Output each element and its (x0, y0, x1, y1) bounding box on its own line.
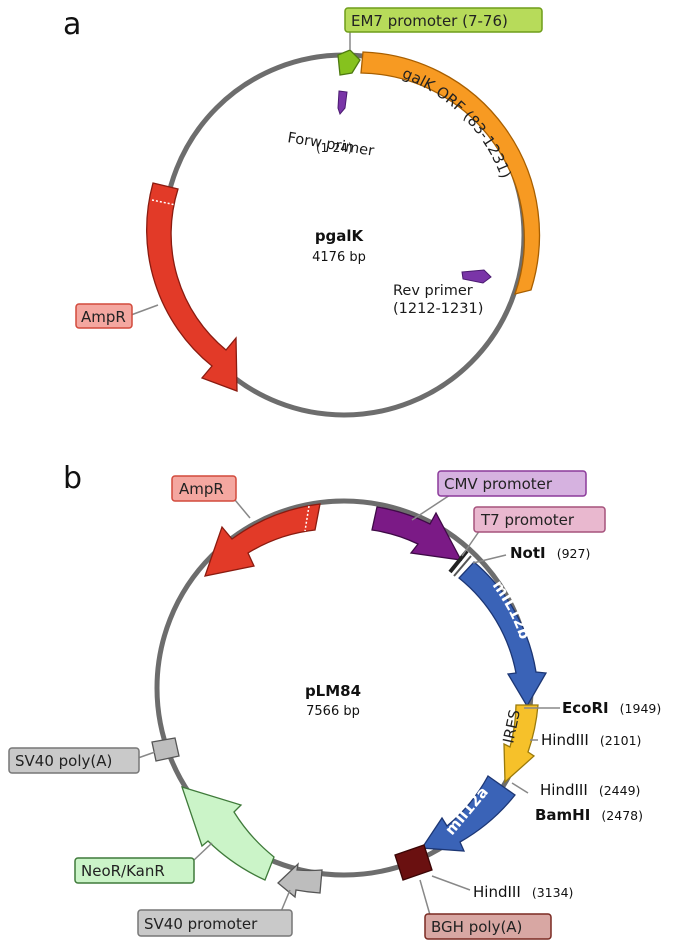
noti-site-pos: (927) (557, 546, 591, 561)
t7-label: T7 promoter (480, 511, 575, 529)
bamhi-site-name: BamHI (535, 806, 590, 824)
neor-label-box (74, 857, 195, 884)
em7-label: EM7 promoter (7-76) (351, 12, 508, 30)
pgalk-size: 4176 bp (312, 250, 366, 265)
ampr-b-label: AmpR (179, 480, 224, 498)
sv40-promoter-label-box (137, 909, 293, 937)
plm84-size: 7566 bp (306, 704, 360, 719)
neor-leader-line (193, 842, 213, 861)
ampr-break-mark (151, 199, 177, 206)
hindiii-3-site-label: HindIII (3134) (473, 882, 573, 901)
rev-primer-feature (461, 269, 492, 284)
ampr-a-label: AmpR (81, 308, 126, 326)
hindiii-1-site-pos: (2101) (600, 733, 642, 748)
noti-site-label: NotI (927) (510, 543, 590, 562)
bgh-leader-line (419, 879, 431, 916)
ampr-a-leader-line (130, 304, 159, 316)
hindiii-1-site-label: HindIII (2101) (541, 730, 641, 749)
sv40-promoter-label: SV40 promoter (144, 915, 258, 933)
mil12a-feature (420, 775, 516, 852)
em7-promoter-feature (337, 49, 361, 76)
noti-leader-line (472, 554, 507, 564)
forw-primer-range: (1-24) (316, 141, 353, 155)
hindiii-2-site-pos: (2449) (599, 783, 641, 798)
plm84-name: pLM84 (305, 682, 361, 700)
cmv-label: CMV promoter (444, 475, 553, 493)
ampr-feature (146, 182, 238, 392)
em7-label-box (344, 7, 543, 33)
cmv-promoter-feature (371, 506, 463, 561)
pgalk-name: pgalK (315, 227, 365, 245)
noti-site-mark (453, 555, 472, 577)
ampr-b-label-box (171, 475, 237, 502)
bgh-label: BGH poly(A) (431, 918, 522, 936)
ampr-b-leader-line (234, 499, 251, 519)
panel-b: b mIL12b IRES mIl12a pLM84 (8, 461, 661, 940)
cmv-label-box (437, 470, 587, 497)
bamhi-site-label: BamHI (2478) (535, 805, 643, 824)
hindiii-2-site-label: HindIII (2449) (540, 780, 640, 799)
neor-label: NeoR/KanR (81, 862, 165, 880)
hindiii-3-site-name: HindIII (473, 883, 521, 901)
sv40-polya-label-box (8, 747, 140, 774)
bgh-label-box (424, 913, 552, 940)
sv40-promoter-feature (277, 862, 323, 899)
hindiii-2-site-name: HindIII (540, 781, 588, 799)
panel-a: a galK ORF (83-1231) Forw primer (1-24) … (63, 7, 543, 418)
panel-b-letter: b (63, 461, 82, 496)
ampr-a-label-box (75, 303, 133, 329)
ires-feature (503, 704, 539, 784)
galk-orf-feature (360, 51, 541, 295)
sv40-polya-feature (151, 737, 180, 762)
hindiii-1-site-name: HindIII (541, 731, 589, 749)
panel-a-letter: a (63, 7, 81, 42)
hindiii-3-site-pos: (3134) (532, 885, 574, 900)
ecori-site-pos: (1949) (620, 701, 662, 716)
ampr-b-feature (204, 503, 321, 577)
forw-primer-feature (337, 90, 348, 116)
t7-promoter-mark (448, 549, 469, 574)
hindiii-3-leader-line (431, 875, 471, 891)
bgh-polya-feature (394, 844, 433, 881)
hindiii-2-leader-line (511, 782, 529, 794)
bamhi-site-pos: (2478) (601, 808, 643, 823)
ampr-b-break-mark (304, 505, 310, 532)
neor-kanr-feature (180, 786, 275, 881)
rev-primer-range: (1212-1231) (393, 301, 483, 317)
ecori-site-label: EcoRI (1949) (562, 698, 661, 717)
t7-label-box (473, 506, 606, 533)
sv40-polya-label: SV40 poly(A) (15, 752, 112, 770)
sv40-polya-leader-line (137, 751, 156, 759)
cmv-leader-line (411, 494, 451, 521)
t7-leader-line (461, 529, 481, 557)
ecori-site-name: EcoRI (562, 699, 609, 717)
noti-site-name: NotI (510, 544, 546, 562)
rev-primer-label: Rev primer (393, 283, 473, 299)
